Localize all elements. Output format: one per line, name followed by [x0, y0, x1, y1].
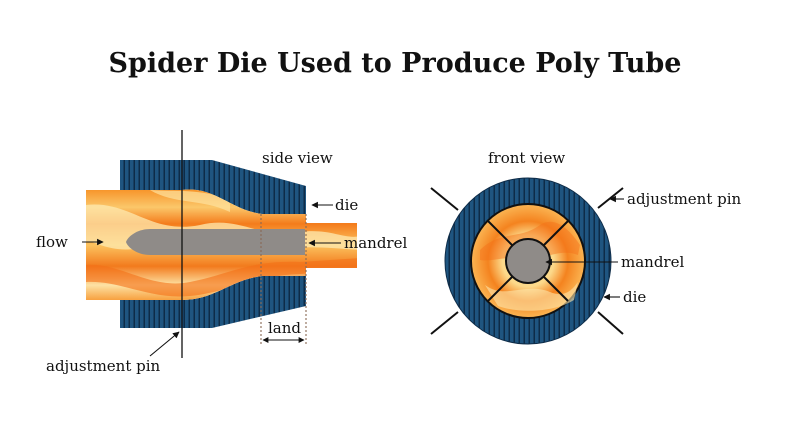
spider-leg-nw	[487, 220, 513, 246]
front-mandrel-label: mandrel	[621, 253, 684, 271]
front-adjustment-pin-ne	[597, 187, 624, 209]
mandrel-label: mandrel	[344, 234, 407, 252]
side-view-diagram: side view flow die mandrel land adjustme…	[36, 130, 407, 375]
flow-label: flow	[36, 233, 68, 251]
front-view-caption: front view	[488, 149, 565, 167]
side-die-upper	[120, 160, 306, 214]
spider-leg-sw	[487, 276, 513, 302]
adjustment-pin-pointer	[149, 331, 180, 357]
spider-leg-se	[543, 276, 569, 302]
front-mandrel	[505, 238, 551, 284]
land-label: land	[268, 319, 301, 337]
front-adjustment-pin-se	[597, 311, 624, 335]
front-adjustment-pin-label: adjustment pin	[627, 190, 742, 208]
front-adjustment-pin-nw	[430, 187, 459, 211]
page-title: Spider Die Used to Produce Poly Tube	[109, 48, 682, 79]
front-die-label: die	[623, 288, 646, 306]
adjustment-pin-label: adjustment pin	[46, 357, 161, 375]
side-view-caption: side view	[262, 149, 333, 167]
side-mandrel	[126, 229, 305, 255]
die-label: die	[335, 196, 358, 214]
spider-leg-ne	[543, 220, 569, 246]
front-view-diagram: front view adjustment pin mandrel die	[430, 149, 742, 345]
side-die-lower	[120, 276, 306, 328]
front-adjustment-pin-sw	[430, 311, 459, 335]
